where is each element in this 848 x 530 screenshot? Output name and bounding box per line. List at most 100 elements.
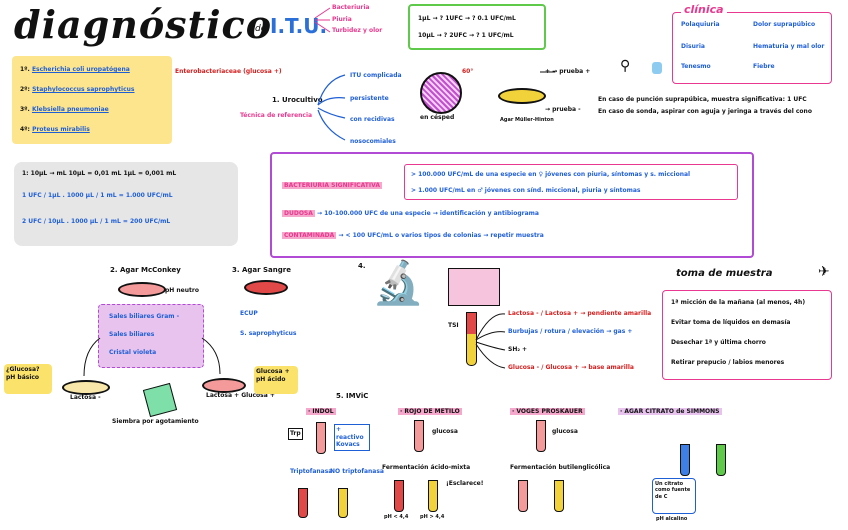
tsi-row: Burbujas / rotura / elevación → gas + bbox=[508, 328, 633, 335]
note-bacteriuria: Bacteriuria bbox=[332, 4, 370, 11]
organism-rank: 1º. bbox=[20, 66, 30, 73]
rojo-pos-tube-icon bbox=[394, 480, 404, 512]
mcconkey-item: Sales biliares Gram - bbox=[109, 313, 180, 320]
sangre-note: Glucosa + pH ácido bbox=[254, 366, 298, 394]
clinica-item: Dolor suprapúbico bbox=[753, 21, 816, 28]
rojo-neg-tube-icon bbox=[428, 480, 438, 512]
sangre-note-text: Glucosa + pH ácido bbox=[256, 368, 290, 383]
rojo-tube-icon bbox=[414, 420, 424, 452]
indol-pos-tube-icon bbox=[298, 488, 308, 518]
title-itu: I.T.U. bbox=[270, 14, 328, 38]
mcconkey-box: Sales biliares Gram - Sales biliares Cri… bbox=[98, 304, 204, 368]
sangre-label: 3. Agar Sangre bbox=[232, 266, 291, 274]
clinica-item: Polaquiuria bbox=[681, 21, 720, 28]
paper-plane-icon: ✈ bbox=[818, 264, 830, 280]
mcconkey-item: Cristal violeta bbox=[109, 349, 157, 356]
plate-label: en césped bbox=[420, 114, 455, 121]
title-de: de bbox=[255, 24, 267, 34]
trp-label: Trp bbox=[288, 428, 303, 440]
sangre-item: ECUP bbox=[240, 310, 258, 317]
organisms-box: 1º. Escherichia coli uropatógena 2º: Sta… bbox=[12, 56, 172, 144]
lactosa-plus: Lactosa + Glucosa + bbox=[206, 392, 275, 399]
urocultivo-branch: nosocomiales bbox=[350, 138, 396, 145]
glucosa-basico-text: ¿Glucosa? pH básico bbox=[6, 366, 40, 381]
organism-rank: 3º. bbox=[20, 106, 30, 113]
note-piuria: Piuria bbox=[332, 15, 352, 23]
bacteriuria-l1: > 100.000 UFC/mL de una especie en ♀ jóv… bbox=[411, 171, 691, 178]
clinica-item: Fiebre bbox=[753, 63, 775, 70]
sample-cup-icon bbox=[652, 62, 662, 74]
agar-plate-icon bbox=[498, 88, 546, 104]
ferm-butilenglicolica: Fermentación butilenglicólica bbox=[510, 464, 611, 471]
citrato-note-text: Un citrato como fuente de C bbox=[655, 481, 691, 500]
imvic-label: 5. IMViC bbox=[336, 392, 369, 400]
tsi-row: SH₂ + bbox=[508, 346, 528, 353]
urocultivo-note: En caso de punción suprapúbica, muestra … bbox=[598, 96, 807, 103]
bacteriuria-label: BACTERIURIA SIGNIFICATIVA bbox=[282, 182, 382, 189]
siembra-label: Siembra por agotamiento bbox=[112, 418, 199, 425]
organism-name: Escherichia coli uropatógena bbox=[31, 66, 130, 73]
bacteriuria-box: BACTERIURIA SIGNIFICATIVA > 100.000 UFC/… bbox=[270, 152, 754, 258]
tsi-number: 4. bbox=[358, 262, 366, 270]
clinica-item: Disuria bbox=[681, 43, 705, 50]
bacteriuria-l2: > 1.000 UFC/mL en ♂ jóvenes con sínd. mi… bbox=[411, 187, 641, 194]
mcconkey-item: Sales biliares bbox=[109, 331, 155, 338]
calc-line: 2 UFC / 10μL . 1000 μL / 1 mL = 200 UFC/… bbox=[22, 218, 171, 225]
mcconkey-ph: pH neutro bbox=[165, 287, 199, 294]
voges-pos-tube-icon bbox=[518, 480, 528, 512]
rojo-metilo-label: · ROJO DE METILO bbox=[398, 408, 462, 415]
prueba-minus: → prueba - bbox=[545, 106, 581, 113]
voges-tube-icon bbox=[536, 420, 546, 452]
triptofanasa: Triptofanasa bbox=[290, 468, 333, 475]
urocultivo-branch: ITU complicada bbox=[350, 72, 402, 79]
toma-box: 1ª micción de la mañana (al menos, 4h) E… bbox=[662, 290, 832, 380]
clinica-box: clínica Polaquiuria Dolor suprapúbico Di… bbox=[672, 3, 832, 84]
citrato-note: Un citrato como fuente de C bbox=[652, 478, 696, 514]
bacteria-slide-icon bbox=[448, 268, 500, 306]
voges-label: · VOGES PROSKAUER bbox=[510, 408, 585, 415]
calc-line: 1: 10μL → mL 10μL = 0,01 mL 1μL = 0,001 … bbox=[22, 170, 177, 177]
agar-label: Agar Müller-Hinton bbox=[500, 117, 554, 123]
indol-neg-tube-icon bbox=[338, 488, 348, 518]
esclarece-note: ¡Esclarece! bbox=[446, 480, 484, 487]
organism-rank: 2º: bbox=[20, 86, 30, 93]
title-notes: Bacteriuria Piuria Turbidez y olor bbox=[332, 4, 382, 35]
tsi-row: Lactosa - / Lactosa + → pendiente amaril… bbox=[508, 310, 652, 317]
conversion-line-1: 1μL → ? 1UFC → ? 0.1 UFC/mL bbox=[418, 15, 516, 22]
dudosa-text: 10-100.000 UFC de una especie → identifi… bbox=[324, 210, 539, 217]
toma-item: Desechar 1ª y última chorro bbox=[671, 339, 766, 346]
citrato-pos-tube-icon bbox=[680, 444, 690, 476]
rojo-glucosa: glucosa bbox=[432, 428, 458, 435]
citrato-neg-tube-icon bbox=[716, 444, 726, 476]
toma-item: 1ª micción de la mañana (al menos, 4h) bbox=[671, 299, 806, 306]
bacteriuria-detail-box: > 100.000 UFC/mL de una especie en ♀ jóv… bbox=[404, 164, 738, 200]
urocultivo-branch: persistente bbox=[350, 95, 389, 102]
lactosa-neg-plate-icon bbox=[62, 380, 110, 395]
indol-tube-icon bbox=[316, 422, 326, 454]
indol-note: + reactivo Kovacs bbox=[334, 424, 370, 451]
calc-box: 1: 10μL → mL 10μL = 0,01 mL 1μL = 0,001 … bbox=[14, 162, 238, 246]
urocultivo-tecnica: Técnica de referencia bbox=[240, 112, 313, 119]
note-turbidez: Turbidez y olor bbox=[332, 27, 383, 34]
urocultivo-label: 1. Urocultivo bbox=[272, 96, 323, 104]
no-triptofanasa: NO triptofanasa bbox=[330, 468, 384, 475]
dudosa-label: DUDOSA bbox=[282, 210, 315, 217]
voges-glucosa: glucosa bbox=[552, 428, 578, 435]
sangre-plate-icon bbox=[244, 280, 288, 295]
lactosa-minus: Lactosa - bbox=[70, 394, 101, 401]
citrato-label: · AGAR CITRATO de SIMMONS bbox=[618, 408, 722, 415]
ph-low: pH < 4,4 bbox=[384, 514, 409, 520]
microscope-icon: 🔬 bbox=[372, 258, 425, 307]
page-title: diagnóstico bbox=[14, 2, 272, 47]
contam-label: CONTAMINADA bbox=[282, 232, 337, 239]
urocultivo-branch: con recidivas bbox=[350, 116, 395, 123]
ph-high: pH > 4,4 bbox=[420, 514, 445, 520]
ph-alcalino: pH alcalino bbox=[656, 516, 688, 522]
conversion-line-2: 10μL → ? 2UFC → ? 1 UFC/mL bbox=[418, 32, 514, 39]
organism-name: Klebsiella pneumoniae bbox=[31, 106, 109, 113]
glucosa-basico: ¿Glucosa? pH básico bbox=[4, 364, 52, 394]
enterobacteriaceae-label: Enterobacteriaceae (glucosa +) bbox=[175, 68, 282, 75]
indol-label: · INDOL bbox=[306, 408, 336, 415]
mcconkey-label: 2. Agar McConkey bbox=[110, 266, 181, 274]
clinica-heading: clínica bbox=[681, 3, 727, 16]
